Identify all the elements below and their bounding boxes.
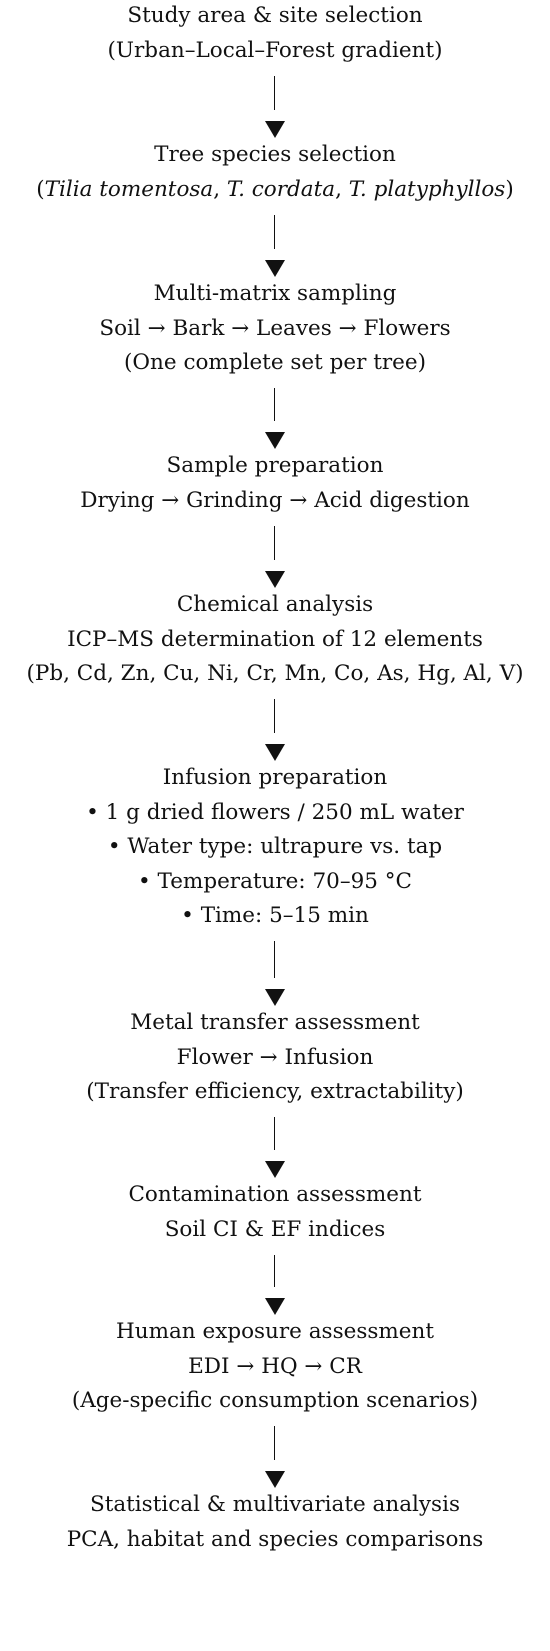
arrow-head [265,260,285,277]
step-detail: (Urban–Local–Forest gradient) [0,36,550,66]
step-detail: Flower → Infusion [0,1043,550,1073]
step-detail: (Tilia tomentosa, T. cordata, T. platyph… [0,175,550,205]
step-title: Infusion preparation [0,763,550,793]
step-title: Human exposure assessment [0,1317,550,1347]
arrow-head [265,744,285,761]
arrow-stem [274,1117,276,1150]
arrow-head [265,121,285,138]
step-detail: (One complete set per tree) [0,348,550,378]
step-title: Multi-matrix sampling [0,279,550,309]
arrow-head [265,1161,285,1178]
step-detail: ICP–MS determination of 12 elements [0,625,550,655]
arrow-head [265,989,285,1006]
step-detail: (Age-specific consumption scenarios) [0,1386,550,1416]
text-segment: (Age-specific consumption scenarios) [71,1388,479,1413]
text-segment: Statistical & multivariate analysis [89,1492,460,1517]
step-title: Metal transfer assessment [0,1008,550,1038]
text-segment: Sample preparation [166,453,384,478]
down-arrow-icon [264,699,286,761]
text-segment: Drying → Grinding → Acid digestion [80,487,470,513]
arrow-stem [274,699,276,733]
text-segment: (Transfer efficiency, extractability) [86,1079,464,1104]
down-arrow-icon [264,941,286,1006]
step-detail: PCA, habitat and species comparisons [0,1525,550,1555]
text-segment: • 1 g dried flowers / 250 mL water [86,799,464,825]
species-name: T. cordata [226,176,336,202]
step-detail: • Water type: ultrapure vs. tap [0,832,550,862]
step-detail: • 1 g dried flowers / 250 mL water [0,798,550,828]
text-segment: Soil → Bark → Leaves → Flowers [99,315,451,341]
text-segment: Study area & site selection [127,3,423,28]
step-detail: EDI → HQ → CR [0,1352,550,1382]
arrow-stem [274,388,276,421]
down-arrow-icon [264,214,286,277]
text-segment: ) [505,176,514,202]
arrow-stem [274,941,276,978]
down-arrow-icon [264,1254,286,1315]
text-segment: Chemical analysis [176,592,374,617]
down-arrow-icon [264,388,286,449]
step-detail: (Transfer efficiency, extractability) [0,1077,550,1107]
text-segment: PCA, habitat and species comparisons [66,1526,484,1552]
text-segment: , [213,176,227,202]
text-segment: (One complete set per tree) [124,350,426,375]
step-detail: • Temperature: 70–95 °C [0,867,550,897]
step-detail: (Pb, Cd, Zn, Cu, Ni, Cr, Mn, Co, As, Hg,… [0,659,550,689]
text-segment: Multi-matrix sampling [153,281,397,306]
text-segment: Soil CI & EF indices [164,1216,386,1242]
down-arrow-icon [264,1426,286,1488]
text-segment: Tree species selection [154,142,396,167]
arrow-stem [274,1426,276,1460]
text-segment: ICP–MS determination of 12 elements [67,626,483,652]
text-segment: (Pb, Cd, Zn, Cu, Ni, Cr, Mn, Co, As, Hg,… [26,661,524,686]
step-title: Sample preparation [0,451,550,481]
step-title: Statistical & multivariate analysis [0,1490,550,1520]
text-segment: Infusion preparation [162,765,388,790]
text-segment: (Urban–Local–Forest gradient) [107,37,443,63]
arrow-stem [274,75,276,110]
text-segment: • Water type: ultrapure vs. tap [107,834,443,859]
text-segment: Metal transfer assessment [130,1010,420,1035]
step-title: Chemical analysis [0,590,550,620]
text-segment: ( [36,176,45,202]
step-detail: Soil → Bark → Leaves → Flowers [0,314,550,344]
arrow-stem [274,525,276,560]
step-title: Contamination assessment [0,1180,550,1210]
arrow-head [265,1471,285,1488]
text-segment: , [335,176,349,202]
species-name: Tilia tomentosa [44,176,214,202]
arrow-head [265,1298,285,1315]
text-segment: Flower → Infusion [176,1044,374,1070]
step-detail: • Time: 5–15 min [0,901,550,931]
step-title: Tree species selection [0,140,550,170]
down-arrow-icon [264,1117,286,1178]
text-segment: • Temperature: 70–95 °C [138,868,412,894]
text-segment: Contamination assessment [128,1182,422,1207]
down-arrow-icon [264,75,286,138]
arrow-stem [274,214,276,249]
text-segment: • Time: 5–15 min [181,903,369,928]
step-detail: Drying → Grinding → Acid digestion [0,486,550,516]
down-arrow-icon [264,525,286,588]
step-detail: Soil CI & EF indices [0,1215,550,1245]
text-segment: Human exposure assessment [115,1319,435,1344]
text-segment: EDI → HQ → CR [188,1353,362,1379]
step-title: Study area & site selection [0,1,550,31]
arrow-head [265,432,285,449]
arrow-head [265,571,285,588]
arrow-stem [274,1254,276,1287]
species-name: T. platyphyllos [348,176,506,202]
